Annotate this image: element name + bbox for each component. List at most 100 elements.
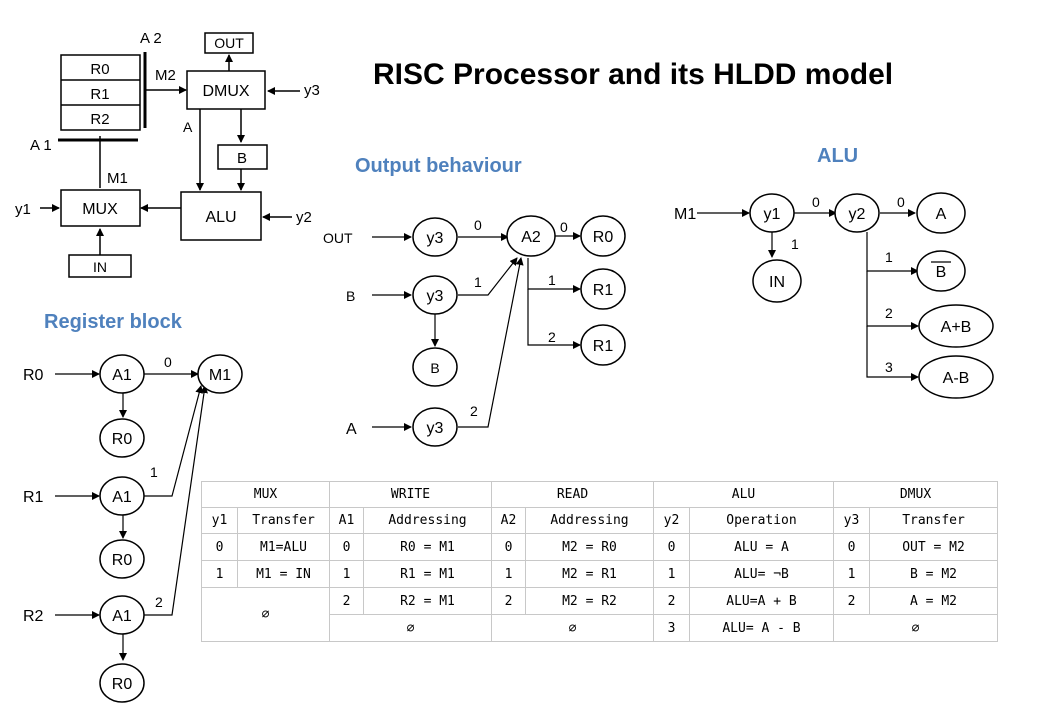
processor-block-schematic [40,32,300,278]
leaf-label: A+B [941,319,972,336]
a1-node-label: A1 [112,367,132,384]
r0-leaf-label: R0 [112,431,133,448]
column-header: Addressing [363,507,492,534]
column-header: y2 [653,507,690,534]
column-header: Transfer [237,507,330,534]
table-cell: M1 = IN [237,560,330,588]
table-cell: M2 = R2 [525,587,654,615]
out-r1-leaf-2 [580,324,626,366]
out-y3-node-a [412,407,458,447]
column-header: A2 [491,507,526,534]
y3-node-label: y3 [427,288,444,305]
empty-set-cell: ∅ [329,614,492,642]
register-file-box [60,54,141,131]
output-behaviour-heading: Output behaviour [355,155,522,177]
alu-heading: ALU [817,145,859,167]
column-header: y1 [201,507,238,534]
m1-leaf-label: M1 [209,367,231,384]
group-header: READ [491,481,654,508]
leaf-label: A-B [943,370,970,387]
reg-r2-label: R2 [90,111,109,128]
alu-y1-node [749,193,795,233]
out-input-b: B [346,288,355,304]
table-cell: 0 [329,533,364,561]
column-header: y3 [833,507,870,534]
group-header: DMUX [833,481,998,508]
edge-label: 2 [885,305,893,321]
table-cell: ALU= A - B [689,614,834,642]
edge-label: 3 [885,359,893,375]
table-cell: R0 = M1 [363,533,492,561]
register-hldd-edges [55,370,208,661]
dmux-label: DMUX [202,83,249,100]
page-title: RISC Processor and its HLDD model [373,58,894,91]
out-r1-leaf [580,268,626,310]
b-node-label: B [430,360,439,376]
dmux-box [186,70,266,110]
edge-label: 2 [470,403,478,419]
column-header: Operation [689,507,834,534]
table-cell: 0 [491,533,526,561]
table-cell: M1=ALU [237,533,330,561]
table-cell: B = M2 [869,560,998,588]
y3-node-label: y3 [427,420,444,437]
in-label: IN [93,259,107,275]
out-r0-leaf [580,215,626,257]
group-header: MUX [201,481,330,508]
leaf-label: R0 [593,229,614,246]
leaf-label: A [936,206,947,223]
edge-label: 1 [885,249,893,265]
table-subheader-row: y1 Transfer A1 Addressing A2 Addressing … [201,507,998,534]
table-cell: 3 [653,614,690,642]
r0-leaf-label: R0 [112,676,133,693]
group-header: ALU [653,481,834,508]
group-header: WRITE [329,481,492,508]
table-cell: ALU= ¬B [689,560,834,588]
table-cell: 2 [329,587,364,615]
table-cell: 1 [201,560,238,588]
empty-set-cell: ∅ [201,587,330,642]
a1-node-label: A1 [112,489,132,506]
out-input-a: A [346,421,357,438]
reg-r0-leaf [99,418,145,458]
alu-aplusb-leaf [918,304,994,348]
table-cell: 0 [833,533,870,561]
out-y3-node-b [412,275,458,315]
y2-label: y2 [296,209,312,226]
alu-hldd-edges [697,209,919,381]
edge-label: 1 [474,274,482,290]
operation-table: MUX WRITE READ ALU DMUX y1 Transfer A1 A… [201,481,998,642]
column-header: Transfer [869,507,998,534]
out-b-node [412,347,458,387]
alu-a-leaf [916,192,966,234]
empty-set-cell: ∅ [491,614,654,642]
b-register-box [217,144,268,170]
column-header: Addressing [525,507,654,534]
table-row: 1 M1 = IN 1 R1 = M1 1 M2 = R1 1 ALU= ¬B … [201,560,998,588]
table-cell: A = M2 [869,587,998,615]
reg-input-r2: R2 [23,608,44,625]
r0-leaf-label: R0 [112,552,133,569]
edge-label: 0 [560,219,568,235]
edge-label: 2 [548,329,556,345]
alu-box [180,191,262,241]
out-label: OUT [214,35,244,51]
table-cell: 1 [653,560,690,588]
out-y3-node [412,217,458,257]
m2-label: M2 [155,67,176,84]
out-input-out: OUT [323,230,353,246]
table-cell: 0 [653,533,690,561]
table-cell: 1 [329,560,364,588]
output-hldd-edges [372,232,581,431]
table-cell: 1 [491,560,526,588]
table-cell: ALU = A [689,533,834,561]
reg-a1-node-2 [99,476,145,516]
y3-node-label: y3 [427,230,444,247]
table-cell: 1 [833,560,870,588]
m1-label: M1 [107,170,128,187]
table-row: ∅ ∅ 3 ALU= A - B ∅ [202,614,998,642]
edge-label: 0 [164,354,172,370]
table-cell: 2 [491,587,526,615]
a1-label: A 1 [30,137,52,154]
